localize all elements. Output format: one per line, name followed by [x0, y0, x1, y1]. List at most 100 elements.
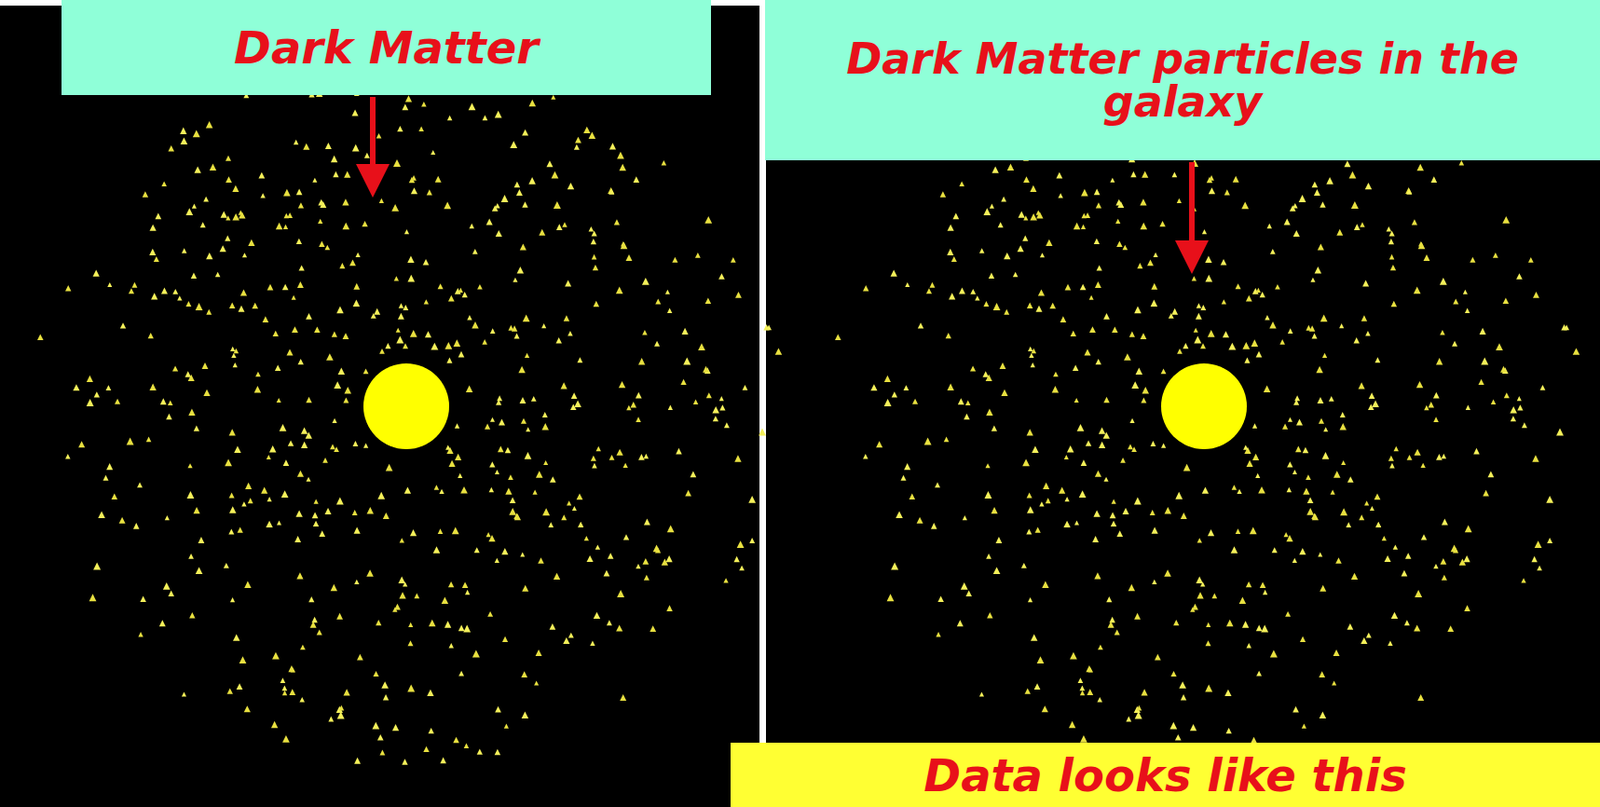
particle-dot — [283, 224, 288, 230]
particle-dot — [1161, 369, 1167, 375]
particle-dot — [583, 126, 590, 134]
particle-dot — [1094, 281, 1102, 288]
particle-dot — [566, 500, 572, 506]
particle-dot — [296, 572, 303, 579]
particle-dot — [312, 512, 319, 520]
particle-dot — [940, 191, 946, 197]
particle-dot — [373, 308, 381, 315]
particle-dot — [242, 252, 247, 258]
particle-dot — [983, 370, 990, 378]
particle-dot — [1307, 496, 1314, 504]
particle-dot — [1045, 497, 1052, 504]
particle-dot — [227, 687, 233, 694]
particle-dot — [1195, 575, 1204, 584]
particle-dot — [1094, 572, 1101, 579]
particle-dot — [1134, 497, 1142, 506]
particle-dot — [192, 129, 201, 137]
particle-dot — [1120, 457, 1126, 464]
particle-dot — [484, 423, 491, 430]
particle-dot — [188, 409, 195, 416]
particle-dot — [1080, 284, 1087, 291]
particle-dot — [535, 470, 543, 478]
particle-dot — [1369, 505, 1375, 511]
particle-dot — [735, 291, 742, 299]
particle-dot — [1293, 230, 1300, 237]
particle-dot — [497, 446, 505, 453]
particle-dot — [1313, 189, 1321, 196]
particle-dot — [1473, 448, 1480, 455]
particle-dot — [1064, 454, 1069, 460]
particle-dot — [1417, 694, 1424, 701]
particle-dot — [1375, 521, 1382, 528]
particle-dot — [490, 328, 496, 334]
particle-dot — [667, 308, 672, 314]
particle-dot — [1292, 469, 1298, 475]
particle-dot — [1109, 177, 1115, 183]
particle-dot — [458, 625, 465, 632]
particle-dot — [1140, 688, 1148, 696]
label-box: Dark Matter — [61, 0, 712, 96]
particle-dot — [1286, 461, 1293, 467]
particle-dot — [274, 365, 281, 371]
particle-dot — [328, 716, 334, 723]
particle-dot — [1246, 642, 1252, 648]
particle-dot — [576, 492, 584, 500]
particle-dot — [508, 507, 517, 516]
particle-dot — [1080, 690, 1085, 696]
particle-dot — [1070, 330, 1077, 337]
particle-dot — [1375, 521, 1382, 528]
particle-dot — [1312, 332, 1318, 339]
particle-dot — [1301, 723, 1307, 728]
particle-dot — [391, 204, 399, 212]
particle-dot — [555, 337, 561, 343]
particle-dot — [398, 302, 404, 308]
particle-dot — [1196, 302, 1202, 308]
particle-dot — [343, 386, 352, 395]
particle-dot — [723, 577, 728, 583]
particle-dot — [1252, 423, 1258, 428]
particle-dot — [511, 325, 518, 331]
particle-dot — [1545, 495, 1554, 504]
particle-dot — [298, 202, 304, 208]
particle-dot — [748, 495, 756, 504]
particle-dot — [1041, 705, 1049, 712]
particle-dot — [1418, 241, 1424, 247]
particle-dot — [205, 252, 213, 260]
particle-dot — [1103, 396, 1109, 403]
particle-dot — [690, 471, 698, 479]
particle-dot — [590, 238, 597, 245]
particle-dot — [1170, 670, 1177, 677]
particle-dot — [983, 207, 991, 216]
particle-dot — [1528, 257, 1534, 263]
particle-dot — [1150, 283, 1158, 290]
particle-dot — [410, 329, 418, 338]
particle-dot — [1365, 182, 1372, 190]
particle-dot — [1168, 313, 1175, 319]
particle-dot — [343, 171, 351, 178]
particle-dot — [1322, 353, 1327, 358]
particle-dot — [302, 143, 310, 151]
particle-dot — [1140, 332, 1148, 340]
particle-dot — [951, 256, 958, 262]
particle-dot — [606, 619, 613, 626]
particle-dot — [1389, 463, 1395, 469]
particle-dot — [353, 300, 360, 307]
particle-dot — [486, 218, 493, 226]
particle-dot — [349, 259, 356, 266]
particle-dot — [283, 459, 290, 466]
particle-dot — [884, 375, 891, 383]
particle-dot — [1164, 506, 1172, 514]
particle-dot — [449, 460, 456, 467]
particle-dot — [1089, 295, 1095, 301]
particle-dot — [618, 381, 626, 388]
particle-dot — [680, 379, 686, 385]
particle-dot — [363, 369, 370, 375]
particle-dot — [443, 201, 452, 209]
particle-dot — [453, 339, 462, 347]
particle-dot — [541, 323, 547, 329]
particle-dot — [397, 313, 405, 320]
particle-dot — [312, 177, 317, 183]
particle-dot — [1349, 171, 1357, 179]
particle-dot — [287, 665, 295, 672]
particle-dot — [1151, 526, 1159, 534]
